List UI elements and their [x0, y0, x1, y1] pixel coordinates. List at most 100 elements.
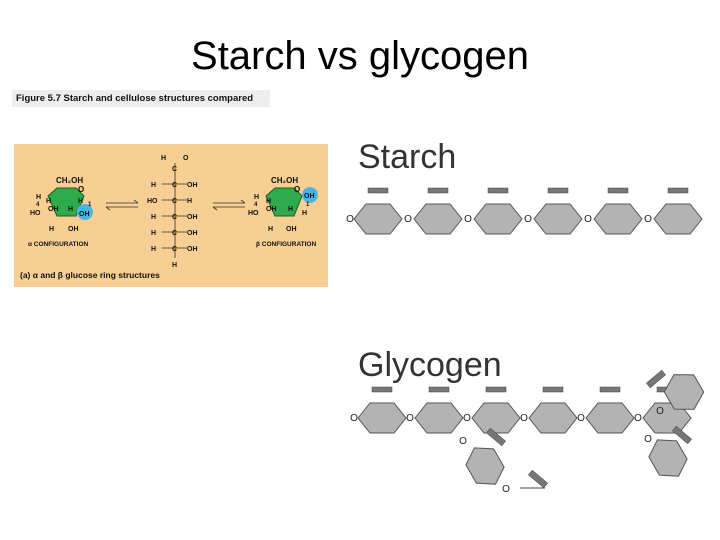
starch-ch2oh-group	[487, 187, 509, 194]
glycogen-branch-unit	[663, 374, 705, 410]
glycogen-branch-oxygen: O	[459, 436, 467, 447]
starch-glucose-unit	[353, 203, 403, 235]
glycogen-branch-oxygen: O	[644, 434, 652, 445]
panel-caption: (a) α and β glucose ring structures	[20, 270, 160, 280]
beta-config-label: β CONFIGURATION	[256, 241, 316, 248]
glycogen-branch-unit	[648, 439, 688, 477]
glycogen-ch2oh-group	[486, 427, 506, 447]
svg-text:O: O	[183, 155, 189, 162]
svg-text:C: C	[172, 246, 177, 253]
starch-glycosidic-oxygen: O	[464, 214, 472, 225]
svg-text:H: H	[151, 214, 156, 221]
svg-text:OH: OH	[48, 206, 59, 213]
starch-glucose-unit	[533, 203, 583, 235]
glycogen-ch2oh-group	[428, 386, 450, 393]
svg-text:CH₂OH: CH₂OH	[271, 176, 298, 185]
glycogen-ch2oh-group	[599, 386, 621, 393]
glycogen-ch2oh-group	[672, 425, 692, 445]
svg-text:H: H	[49, 226, 54, 233]
svg-text:HO: HO	[147, 198, 158, 205]
starch-label: Starch	[358, 138, 457, 176]
glycogen-ch2oh-group	[528, 469, 548, 489]
svg-text:O: O	[294, 185, 300, 194]
starch-ch2oh-group	[667, 187, 689, 194]
svg-text:H: H	[151, 182, 156, 189]
glycogen-ch2oh-group	[485, 386, 507, 393]
svg-text:H: H	[172, 262, 177, 269]
svg-text:4: 4	[36, 202, 40, 208]
svg-text:H: H	[254, 194, 259, 201]
svg-text:H: H	[187, 198, 192, 205]
svg-text:C: C	[172, 182, 177, 189]
alpha-glucose-ring: CH₂OH O H 4 H H 1 HO OH H OH H OH α CONF…	[28, 176, 93, 248]
glycogen-glycosidic-oxygen: O	[577, 413, 585, 424]
svg-text:4: 4	[254, 202, 258, 208]
glycogen-ch2oh-group	[371, 386, 393, 393]
beta-glucose-ring: CH₂OH O OH H 4 H 1 HO OH H H H OH β CONF…	[248, 176, 318, 248]
glycogen-glycosidic-oxygen: O	[463, 413, 471, 424]
starch-glycosidic-oxygen: O	[404, 214, 412, 225]
glycogen-ch2oh-group	[646, 369, 666, 389]
glycogen-glycosidic-oxygen: O	[406, 413, 414, 424]
starch-glycosidic-oxygen: O	[584, 214, 592, 225]
svg-text:O: O	[78, 185, 84, 194]
svg-text:C: C	[172, 198, 177, 205]
svg-text:CH₂OH: CH₂OH	[56, 176, 83, 185]
svg-text:HO: HO	[248, 210, 259, 217]
svg-text:H: H	[36, 194, 41, 201]
glycogen-glucose-unit	[471, 402, 521, 434]
svg-text:OH: OH	[79, 211, 90, 218]
starch-glucose-unit	[653, 203, 703, 235]
starch-glycosidic-oxygen: O	[524, 214, 532, 225]
glycogen-glucose-unit	[642, 402, 692, 434]
svg-text:C: C	[172, 214, 177, 221]
starch-glucose-unit	[473, 203, 523, 235]
svg-text:OH: OH	[266, 206, 277, 213]
svg-text:OH: OH	[187, 230, 198, 237]
glycogen-branch-oxygen: O	[656, 406, 664, 417]
glycogen-glycosidic-oxygen: O	[634, 413, 642, 424]
glycogen-glucose-unit	[585, 402, 635, 434]
svg-text:C: C	[172, 230, 177, 237]
glycogen-glucose-unit	[528, 402, 578, 434]
open-chain-glucose	[162, 163, 187, 258]
starch-ch2oh-group	[547, 187, 569, 194]
svg-text:C: C	[172, 166, 177, 173]
svg-text:H: H	[78, 198, 83, 205]
starch-glycosidic-oxygen: O	[346, 214, 354, 225]
svg-text:H: H	[151, 246, 156, 253]
svg-text:H: H	[46, 198, 51, 205]
figure-caption-bar	[12, 90, 270, 107]
figure-caption: Figure 5.7 Starch and cellulose structur…	[16, 93, 254, 104]
svg-text:H: H	[68, 206, 73, 213]
glycogen-glycosidic-oxygen: O	[350, 413, 358, 424]
open-chain-labels: H O C H C OH HO C H H C OH H C OH H C OH…	[147, 155, 198, 269]
svg-text:H: H	[151, 230, 156, 237]
svg-text:OH: OH	[187, 214, 198, 221]
svg-text:H: H	[161, 155, 166, 162]
glycogen-glucose-unit	[357, 402, 407, 434]
svg-text:H: H	[266, 198, 271, 205]
glycogen-glycosidic-oxygen: O	[520, 413, 528, 424]
glycogen-glucose-unit	[414, 402, 464, 434]
svg-text:HO: HO	[30, 210, 41, 217]
glycogen-label: Glycogen	[358, 346, 502, 384]
slide-title: Starch vs glycogen	[191, 34, 529, 78]
svg-text:OH: OH	[187, 182, 198, 189]
alpha-config-label: α CONFIGURATION	[28, 241, 89, 248]
svg-text:OH: OH	[286, 226, 297, 233]
glycogen-ch2oh-group	[542, 386, 564, 393]
svg-text:OH: OH	[304, 193, 315, 200]
alpha-oh-highlight	[77, 204, 93, 220]
svg-text:H: H	[302, 210, 307, 217]
starch-ch2oh-group	[607, 187, 629, 194]
starch-ch2oh-group	[427, 187, 449, 194]
svg-text:1: 1	[306, 202, 310, 208]
svg-text:OH: OH	[187, 246, 198, 253]
starch-glucose-unit	[593, 203, 643, 235]
svg-text:1: 1	[88, 202, 92, 208]
svg-text:H: H	[268, 226, 273, 233]
